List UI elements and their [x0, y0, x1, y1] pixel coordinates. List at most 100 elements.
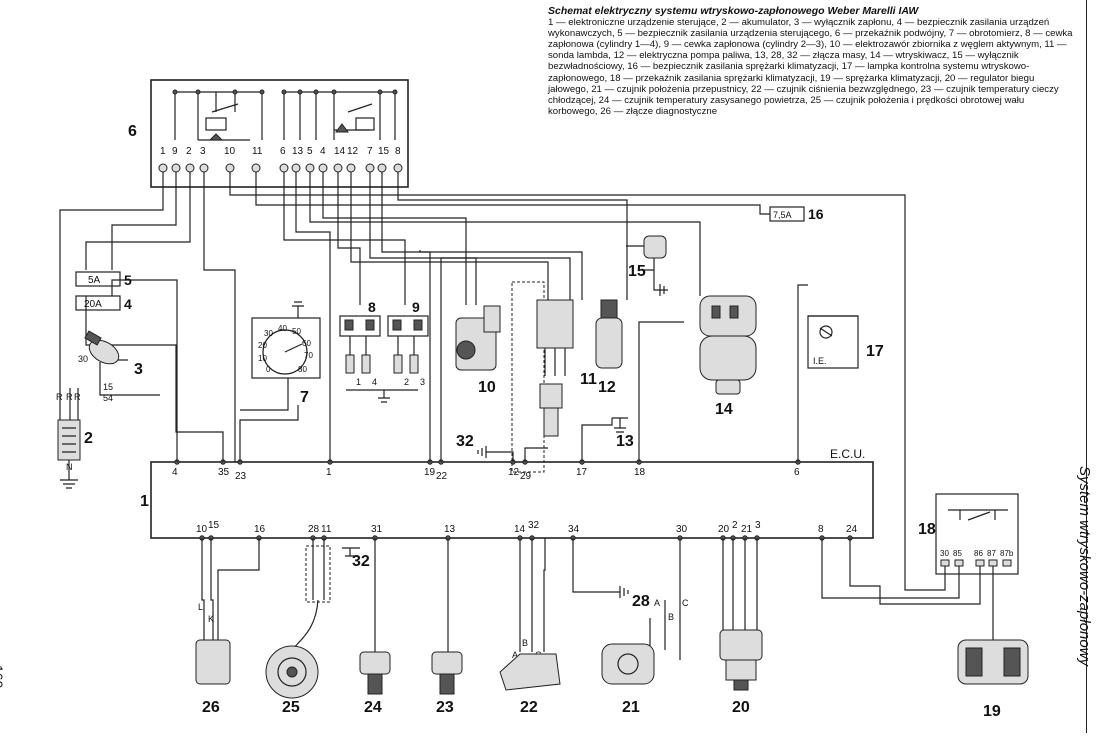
throttle-sensor-21 — [601, 643, 655, 685]
diag-wire-k: K — [208, 614, 214, 624]
component-1-number: 1 — [140, 493, 149, 510]
component-26-number: 26 — [202, 699, 220, 716]
component-32-number-top: 32 — [456, 433, 474, 450]
relay18-pin-87b: 87b — [1000, 549, 1014, 558]
ecu-bottom-pin-11: 11 — [321, 524, 332, 535]
diag-connector-26 — [195, 639, 231, 685]
relay18-pin-86: 86 — [974, 549, 983, 558]
relay18-pin-30: 30 — [940, 549, 949, 558]
gauge-tick-0: 0 — [266, 365, 271, 374]
component-20-number: 20 — [732, 699, 750, 716]
ecu-top-pin-35: 35 — [218, 467, 230, 478]
relay6-pin-11: 11 — [252, 146, 263, 157]
component-23-number: 23 — [436, 699, 454, 716]
ecu-top-pin-29: 29 — [520, 471, 532, 482]
gauge-tick-70: 70 — [304, 351, 313, 360]
component-28-number: 28 — [632, 593, 650, 610]
ecu-top-pin-1: 1 — [326, 467, 332, 478]
compressor-19 — [957, 639, 1029, 685]
component-18-number: 18 — [918, 521, 936, 538]
gauge-tick-80: 80 — [298, 365, 307, 374]
coil8-out-4: 4 — [372, 377, 377, 387]
ecu-bottom-pin-21: 21 — [741, 524, 753, 535]
diag-wire-l: L — [198, 602, 203, 612]
lamp-17-label: I.E. — [813, 356, 827, 366]
component-19-number: 19 — [983, 703, 1001, 720]
relay-6-box — [150, 79, 409, 188]
relay6-pin-6: 6 — [280, 146, 286, 157]
component-32-number-bottom: 32 — [352, 553, 370, 570]
sensor22-wire-a: A — [512, 650, 518, 660]
component-14-number: 14 — [715, 401, 733, 418]
component-3-number: 3 — [134, 361, 143, 378]
sensor21-wire-b: B — [668, 612, 674, 622]
ecu-bottom-pin-14: 14 — [514, 524, 526, 535]
coil9-out-2: 2 — [404, 377, 409, 387]
relay6-pin-3: 3 — [200, 146, 206, 157]
ignition-terminal-15: 15 — [103, 382, 113, 392]
ecu-bottom-pin-10: 10 — [196, 524, 208, 535]
relay6-pin-10: 10 — [224, 146, 236, 157]
ecu-bottom-pin-20: 20 — [718, 524, 730, 535]
ecu-bottom-pin-30: 30 — [676, 524, 688, 535]
ecu-bottom-pin-15: 15 — [208, 520, 220, 531]
gauge-tick-10: 10 — [258, 354, 267, 363]
sensor21-wire-c: C — [682, 598, 689, 608]
spark-plugs — [345, 336, 419, 403]
relay18-pin-85: 85 — [953, 549, 962, 558]
relay6-pin-12: 12 — [347, 146, 359, 157]
coolant-temp-sensor-23 — [431, 651, 463, 695]
ecu-bottom-pin-31: 31 — [371, 524, 383, 535]
ignition-switch-3 — [84, 330, 160, 396]
component-21-number: 21 — [622, 699, 640, 716]
component-25-number: 25 — [282, 699, 300, 716]
coil9-out-3: 3 — [420, 377, 425, 387]
relay6-pin-13: 13 — [292, 146, 304, 157]
ignition-terminal-54: 54 — [103, 393, 113, 403]
relay6-pin-8: 8 — [395, 146, 401, 157]
battery-2 — [57, 419, 81, 461]
component-22-number: 22 — [520, 699, 538, 716]
ecu-bottom-pin-24: 24 — [846, 524, 858, 535]
lambda-sensor-11 — [536, 299, 574, 437]
fuse-4 — [75, 295, 121, 311]
gauge-tick-60: 60 — [302, 339, 311, 348]
fuse-5-rating: 5A — [88, 275, 101, 286]
fuel-pump-12 — [595, 299, 623, 369]
fuse-4-rating: 20A — [84, 299, 102, 310]
ecu-top-pin-22: 22 — [436, 471, 448, 482]
ecu-bottom-pin-8: 8 — [818, 524, 824, 535]
fuse-16 — [769, 206, 805, 222]
component-13-number: 13 — [616, 433, 634, 450]
ecu-bottom-pin-34: 34 — [568, 524, 580, 535]
relay6-pin-2: 2 — [186, 146, 192, 157]
relay6-pin-7: 7 — [367, 146, 373, 157]
component-12-number: 12 — [598, 379, 616, 396]
ecu-top-pin-4: 4 — [172, 467, 178, 478]
relay18-pin-87: 87 — [987, 549, 996, 558]
component-17-number: 17 — [866, 343, 884, 360]
component-11-number: 11 — [580, 371, 597, 388]
sidebar-rule — [1086, 0, 1117, 733]
component-6-number: 6 — [128, 123, 137, 140]
component-9-number: 9 — [412, 299, 420, 315]
ecu-top-pin-18: 18 — [634, 467, 646, 478]
legend-text: 1 — elektroniczne urządzenie sterujące, … — [548, 17, 1073, 117]
relay6-pin-9: 9 — [172, 146, 178, 157]
canister-valve-10 — [455, 305, 501, 371]
ecu-top-pin-6: 6 — [794, 467, 800, 478]
ecu-bottom-pin-3: 3 — [755, 520, 761, 531]
ecu-bottom-pin-32: 32 — [528, 520, 540, 531]
idle-regulator-20 — [719, 629, 763, 691]
sensor21-wire-a: A — [654, 598, 660, 608]
ecu-top-pin-17: 17 — [576, 467, 588, 478]
relay6-pin-14: 14 — [334, 146, 346, 157]
inertia-switch-15 — [626, 235, 668, 296]
sensor22-wire-b: B — [522, 638, 528, 648]
gauge-tick-40: 40 — [278, 324, 287, 333]
fuse-16-rating: 7,5A — [773, 210, 792, 220]
relay6-pin-4: 4 — [320, 146, 326, 157]
gauge-tick-30: 30 — [264, 329, 273, 338]
relay6-pin-15: 15 — [378, 146, 390, 157]
